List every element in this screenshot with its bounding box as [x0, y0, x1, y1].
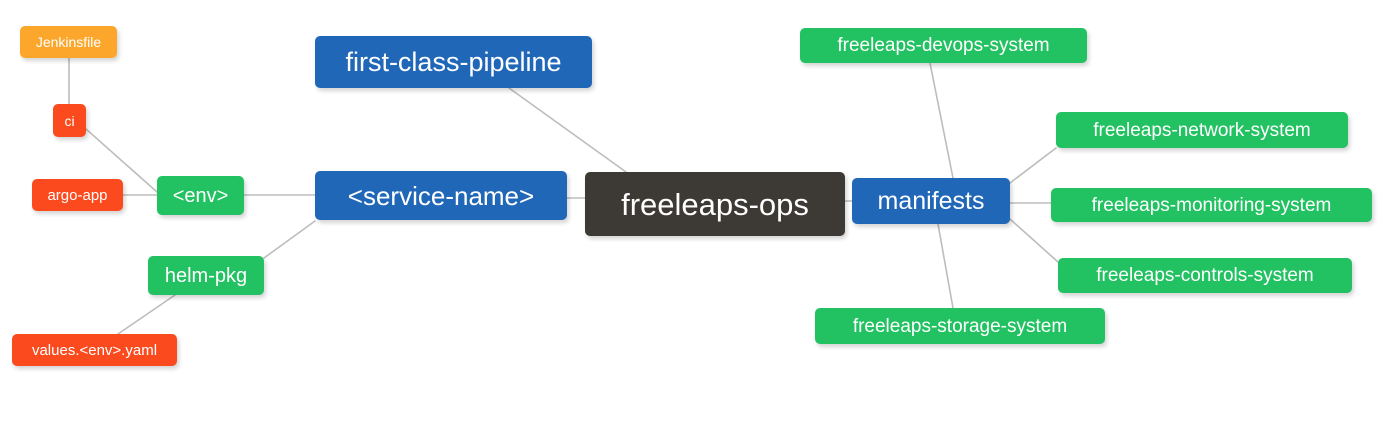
node-freeleaps-controls-system[interactable]: freeleaps-controls-system: [1058, 258, 1352, 293]
node-label-freeleaps-network-system: freeleaps-network-system: [1093, 119, 1311, 141]
node-label-freeleaps-devops-system: freeleaps-devops-system: [837, 35, 1050, 56]
node-freeleaps-network-system[interactable]: freeleaps-network-system: [1056, 112, 1348, 148]
node-label-freeleaps-ops: freeleaps-ops: [621, 186, 809, 222]
node-manifests[interactable]: manifests: [852, 178, 1010, 224]
node-service-name[interactable]: <service-name>: [315, 171, 567, 220]
node-ci[interactable]: ci: [53, 104, 86, 137]
node-label-freeleaps-controls-system: freeleaps-controls-system: [1096, 265, 1314, 286]
edge-freeleaps-network-system-to-manifests: [1009, 147, 1057, 184]
edge-service-name-to-helm-pkg: [263, 220, 316, 259]
node-jenkinsfile[interactable]: Jenkinsfile: [20, 26, 117, 58]
node-freeleaps-monitoring-system[interactable]: freeleaps-monitoring-system: [1051, 188, 1372, 222]
node-freeleaps-devops-system[interactable]: freeleaps-devops-system: [800, 28, 1087, 63]
node-freeleaps-storage-system[interactable]: freeleaps-storage-system: [815, 308, 1105, 344]
node-freeleaps-ops[interactable]: freeleaps-ops: [585, 172, 845, 236]
edge-freeleaps-storage-system-to-manifests: [937, 223, 954, 309]
node-label-freeleaps-storage-system: freeleaps-storage-system: [852, 315, 1068, 337]
node-label-jenkinsfile: Jenkinsfile: [35, 34, 102, 50]
node-label-values-env-yaml: values.<env>.yaml: [31, 341, 158, 359]
edge-helm-pkg-to-values-env-yaml: [117, 294, 176, 335]
node-label-argo-app: argo-app: [47, 186, 108, 204]
node-label-service-name: <service-name>: [347, 180, 535, 211]
node-label-helm-pkg: helm-pkg: [164, 264, 248, 287]
node-label-env: <env>: [172, 184, 229, 207]
node-env[interactable]: <env>: [157, 176, 244, 215]
node-values-env-yaml[interactable]: values.<env>.yaml: [12, 334, 177, 366]
node-label-manifests: manifests: [877, 186, 985, 215]
node-first-class-pipeline[interactable]: first-class-pipeline: [315, 36, 592, 88]
edge-freeleaps-devops-system-to-manifests: [929, 62, 954, 179]
node-label-first-class-pipeline: first-class-pipeline: [345, 46, 562, 77]
node-helm-pkg[interactable]: helm-pkg: [148, 256, 264, 295]
edge-freeleaps-controls-system-to-manifests: [1009, 218, 1059, 263]
node-label-ci: ci: [64, 112, 75, 129]
edge-first-class-pipeline-to-freeleaps-ops: [508, 87, 627, 173]
node-argo-app[interactable]: argo-app: [32, 179, 123, 211]
node-label-freeleaps-monitoring-system: freeleaps-monitoring-system: [1091, 194, 1332, 216]
